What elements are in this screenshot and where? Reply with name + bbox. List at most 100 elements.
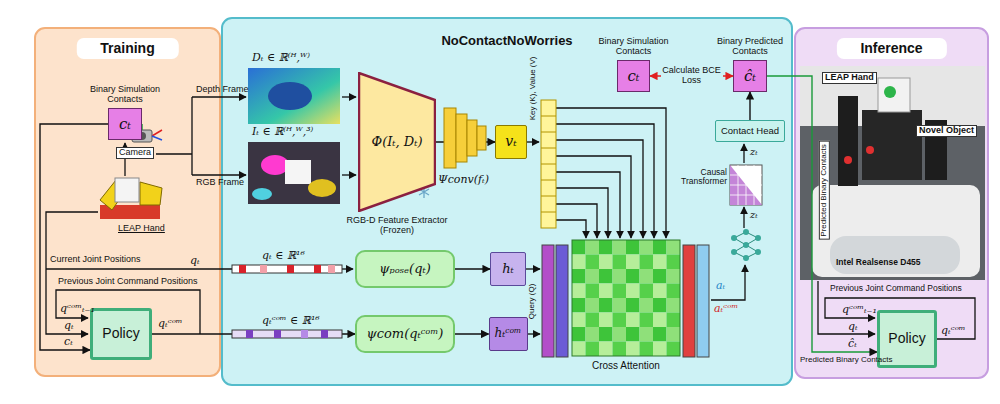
kv-divider	[541, 116, 556, 212]
label: qᶜᵒᵐₜ₋₁	[60, 303, 95, 315]
vector-cell	[301, 330, 308, 338]
label: qᶜᵒᵐₜ₋₁	[842, 304, 877, 316]
label: zₜ	[750, 209, 758, 220]
causal-mask	[730, 165, 762, 205]
label: Novel Object	[916, 125, 977, 137]
vector-cell	[260, 265, 267, 273]
output-bar	[683, 245, 695, 357]
label: aₜᶜᵒᵐ	[714, 303, 738, 315]
attention-node	[731, 249, 737, 255]
label: qₜᶜᵒᵐ ∈ ℝ¹⁶	[262, 315, 320, 327]
box-text: vₜ	[505, 134, 516, 149]
wire	[556, 156, 631, 238]
box-heading: Binary Simulation Contacts	[84, 85, 166, 105]
wire	[342, 174, 356, 175]
box-text: Policy	[888, 331, 925, 346]
wire	[556, 124, 654, 238]
contact-box: Binary Simulation Contactscₜ	[108, 108, 142, 140]
embedding-box: hₜᶜᵒᵐ	[489, 317, 528, 351]
vector-cell	[314, 265, 321, 273]
label: Predicted Binary Contacts	[800, 356, 893, 365]
label: LEAP Hand	[118, 224, 165, 234]
vertical-label: Predicted Binary Contacts	[818, 141, 829, 240]
label: Iₜ ∈ ℝ⁽ᴴ,ᵂ,³⁾	[252, 126, 313, 138]
conv-layer	[444, 108, 456, 168]
photo-marker	[866, 146, 874, 154]
query-bar	[542, 245, 554, 357]
photo-object	[878, 78, 910, 112]
contact-symbol: cₜ	[119, 116, 131, 133]
training-panel: TrainingBinary Simulation ContactscₜPoli…	[35, 28, 220, 376]
vector-cell	[239, 265, 246, 273]
wire	[192, 174, 246, 175]
query-bar	[556, 245, 568, 357]
label: LEAP Hand	[822, 72, 877, 84]
cross-attention-grid	[572, 240, 680, 356]
wire	[156, 97, 192, 175]
wire	[556, 188, 608, 238]
vector-cell	[274, 330, 281, 338]
edge-label: Calculate BCE Loss	[661, 66, 723, 86]
label: Previous Joint Command Positions	[58, 277, 198, 287]
vertical-label: Key (K), Value (V)	[529, 56, 538, 120]
attention-node	[731, 235, 737, 241]
attention-node	[743, 242, 749, 248]
contact-box: Binary Predicted Contactsĉₜ	[733, 60, 767, 92]
wire	[556, 108, 666, 238]
feature-extractor: Φ(Iₜ, Dₜ)RGB-D Feature Extractor (Frozen…	[358, 72, 436, 212]
hand-cube	[115, 178, 139, 202]
model-ground	[222, 18, 792, 385]
conv-layer	[467, 120, 477, 156]
embedding-box: hₜ	[490, 252, 526, 286]
photo-ground	[800, 66, 985, 280]
vector-cell	[328, 265, 335, 273]
wire	[711, 265, 745, 300]
connector	[767, 76, 877, 352]
policy-box: Policy	[90, 308, 152, 360]
attention-node	[755, 249, 761, 255]
wire	[556, 172, 620, 238]
rgb-blob	[285, 160, 311, 184]
wire	[527, 141, 539, 142]
label: qₜᶜᵒᵐ	[158, 318, 183, 330]
wire	[526, 333, 540, 334]
attention-node	[743, 255, 749, 261]
wire	[556, 204, 597, 238]
label: cₜ	[64, 336, 73, 348]
rgb-blob	[308, 179, 336, 197]
vector-cell	[321, 330, 328, 338]
encoder-box: ψcom(qₜᶜᵒᵐ)	[355, 315, 455, 353]
depth-blob	[268, 82, 312, 110]
label: RGB Frame	[196, 178, 244, 188]
label: qₜᶜᵒᵐ	[941, 325, 966, 337]
label: qₜ	[64, 320, 74, 332]
label: qₜ	[190, 255, 200, 267]
label: Cross Attention	[592, 360, 660, 371]
label: Ψconv(fₜ)	[438, 174, 489, 186]
label: aₜ	[716, 280, 725, 292]
photo-finger	[838, 96, 858, 186]
depth-image	[248, 68, 340, 124]
wire	[743, 144, 744, 163]
label: Camera	[116, 147, 154, 159]
panel-title: Training	[76, 38, 178, 59]
contact-symbol: cₜ	[627, 68, 639, 85]
vertical-label: Query (Q)	[528, 283, 537, 319]
feature-box: vₜ	[495, 125, 527, 159]
box-text: ψcom(qₜᶜᵒᵐ)	[367, 327, 444, 341]
box-heading: Binary Simulation Contacts	[593, 37, 675, 57]
label: qₜ ∈ ℝ¹⁶	[262, 250, 305, 262]
label: Causal Transformer	[672, 168, 727, 187]
connector	[455, 333, 489, 334]
conv-layer	[456, 114, 467, 162]
wire	[342, 268, 353, 269]
wire	[46, 268, 232, 269]
box-text: hₜᶜᵒᵐ	[495, 327, 522, 340]
label: Dₜ ∈ ℝ⁽ᴴ,ᵂ⁾	[252, 52, 310, 64]
causal-mask-grid	[730, 165, 762, 205]
wire	[526, 268, 540, 269]
command-vector	[232, 330, 342, 338]
vector-cell	[287, 265, 294, 273]
photo-camera	[830, 236, 960, 274]
label: Current Joint Positions	[50, 255, 141, 265]
